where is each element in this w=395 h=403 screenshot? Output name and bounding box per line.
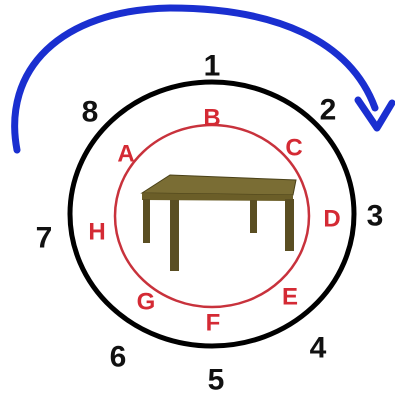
inner-seat-label: D [323, 206, 340, 233]
outer-seat-label: 1 [204, 50, 221, 83]
inner-seat-label: G [137, 289, 156, 316]
inner-seat-label: E [282, 284, 298, 311]
inner-seat-label: F [206, 310, 221, 337]
inner-seat-label: C [285, 135, 302, 162]
outer-seat-label: 2 [320, 94, 337, 127]
inner-seat-label: B [203, 105, 220, 132]
outer-seat-label: 4 [310, 332, 327, 365]
outer-seat-label: 5 [208, 364, 225, 397]
inner-seat-label: H [88, 219, 105, 246]
outer-seat-label: 3 [367, 200, 384, 233]
outer-seat-label: 7 [36, 222, 53, 255]
outer-seat-label: 8 [82, 96, 99, 129]
inner-seat-label: A [117, 141, 134, 168]
inner-seat-labels: B C D E F G H A [88, 105, 340, 337]
table-icon [142, 175, 296, 271]
outer-seat-label: 6 [110, 341, 127, 374]
